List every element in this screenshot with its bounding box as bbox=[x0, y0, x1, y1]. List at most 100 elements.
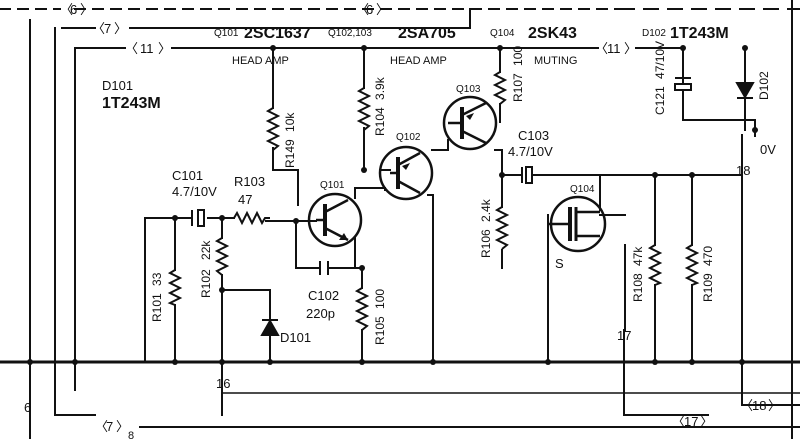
d102-symbol bbox=[735, 82, 755, 100]
net-7-top-close: 〉 bbox=[114, 21, 127, 36]
header-labels: Q101 2SC1637 Q102,103 2SA705 Q104 2SK43 … bbox=[214, 25, 729, 67]
head-amp-label-1: HEAD AMP bbox=[232, 55, 289, 67]
net-6-left: 6 bbox=[24, 400, 31, 415]
net-11-left-num: 11 bbox=[140, 41, 154, 56]
r109-ref: R109 bbox=[701, 273, 715, 302]
q104-drain-wire bbox=[599, 174, 626, 216]
supply-r149 bbox=[272, 47, 299, 206]
r105-zigzag bbox=[354, 287, 370, 331]
q101-collector-wire bbox=[354, 187, 386, 199]
r103-ref: R103 bbox=[234, 174, 265, 189]
r104-ref: R104 bbox=[373, 107, 387, 136]
transistor-symbols bbox=[307, 95, 607, 253]
q101-header-code: Q101 bbox=[214, 28, 239, 39]
c103-value: 4.7/10V bbox=[508, 144, 553, 159]
r101-ref: R101 bbox=[150, 293, 164, 322]
q104-symbol bbox=[548, 195, 607, 253]
r107-value: 100 bbox=[511, 46, 525, 66]
q102-header-part: 2SA705 bbox=[398, 25, 456, 42]
r101-value: 33 bbox=[150, 272, 164, 286]
c121-label: C121 47/10V bbox=[653, 41, 667, 115]
c101-ref: C101 bbox=[172, 168, 203, 183]
net-6-top: 〈 bbox=[60, 2, 73, 17]
q103-symbol bbox=[442, 95, 498, 151]
net-18-right: 18 bbox=[736, 163, 750, 178]
r103-zigzag bbox=[233, 210, 270, 226]
r108-zigzag bbox=[647, 244, 663, 286]
r102-wire bbox=[221, 217, 271, 291]
muting-label: MUTING bbox=[534, 55, 577, 67]
r109-label: R109 470 bbox=[701, 246, 715, 302]
r149-label: R149 10k bbox=[283, 112, 297, 168]
d101-symbol bbox=[260, 318, 280, 336]
c103-symbol bbox=[521, 166, 533, 184]
q103-emitter-wire bbox=[494, 149, 523, 176]
q104-source-label: S bbox=[555, 256, 564, 271]
c101-value: 4.7/10V bbox=[172, 184, 217, 199]
c102-ref: C102 bbox=[308, 288, 339, 303]
net-11-left: 〈 bbox=[125, 41, 138, 56]
d102-ref: D102 bbox=[757, 71, 771, 100]
net-17-wire bbox=[623, 329, 709, 416]
q102-symbol bbox=[378, 145, 434, 201]
r106-value: 2.4k bbox=[479, 198, 493, 222]
q101-header-part: 2SC1637 bbox=[244, 25, 311, 42]
c102-value: 220p bbox=[306, 306, 335, 321]
c121-symbol bbox=[674, 77, 692, 91]
r105-label: R105 100 bbox=[373, 289, 387, 345]
r107-ref: R107 bbox=[511, 73, 525, 102]
r105-ref: R105 bbox=[373, 316, 387, 345]
r104-zigzag bbox=[356, 87, 372, 131]
head-amp-label-2: HEAD AMP bbox=[390, 55, 447, 67]
capacitor-symbols bbox=[191, 77, 692, 275]
net-11-left-close: 〉 bbox=[158, 41, 171, 56]
net-11-right-num: 11 bbox=[607, 41, 621, 56]
r149-value: 10k bbox=[283, 112, 297, 132]
c121-value: 47/10V bbox=[653, 41, 667, 79]
net-18-bottom-num: 18 bbox=[752, 398, 766, 413]
q101-ref: Q101 bbox=[320, 180, 345, 191]
c101-symbol bbox=[191, 209, 205, 227]
net-7-top: 〈 bbox=[92, 21, 105, 36]
c102-symbol bbox=[315, 261, 333, 275]
d101-left-part: 1T243M bbox=[102, 95, 161, 112]
zero-volt-label: 0V bbox=[760, 142, 776, 157]
q103-collector-wire bbox=[431, 139, 449, 151]
q104-ref: Q104 bbox=[570, 184, 595, 195]
r104-value: 3.9k bbox=[373, 76, 387, 100]
q103-ref: Q103 bbox=[456, 84, 481, 95]
r109-value: 470 bbox=[701, 246, 715, 266]
r108-ref: R108 bbox=[631, 273, 645, 302]
q104-header-part: 2SK43 bbox=[528, 25, 577, 42]
r107-zigzag bbox=[492, 71, 508, 105]
r106-label: R106 2.4k bbox=[479, 198, 493, 258]
r108-value: 47k bbox=[631, 246, 645, 266]
resistor-symbols bbox=[167, 71, 700, 331]
net-8-bottom: 8 bbox=[128, 430, 134, 439]
net-6-top-num: 6 bbox=[70, 2, 77, 17]
c103-ref: C103 bbox=[518, 128, 549, 143]
r149-zigzag bbox=[265, 107, 281, 151]
r103-value: 47 bbox=[238, 192, 252, 207]
d102-header-code: D102 bbox=[642, 28, 666, 39]
d101-ref: D101 bbox=[280, 330, 311, 345]
r106-ref: R106 bbox=[479, 229, 493, 258]
net-18-bottom-close: 〉 bbox=[768, 398, 781, 413]
junctions bbox=[27, 45, 758, 365]
net-6-mid-num: 6 bbox=[366, 2, 373, 17]
component-labels: C101 4.7/10V R103 47 R101 33 R102 22k R1… bbox=[150, 41, 776, 345]
q102-ref: Q102 bbox=[396, 132, 421, 143]
d101-left-code: D101 bbox=[102, 78, 133, 93]
rail-left-7 bbox=[54, 27, 96, 416]
q102-header-code: Q102,103 bbox=[328, 28, 372, 39]
q104-header-code: Q104 bbox=[490, 28, 515, 39]
net-11-right-close: 〉 bbox=[624, 41, 637, 56]
r149-ref: R149 bbox=[283, 139, 297, 168]
net-6-top-close: 〉 bbox=[80, 2, 93, 17]
r104-label: R104 3.9k bbox=[373, 76, 387, 136]
net-17-bottom: 〈 bbox=[672, 414, 685, 429]
r102-zigzag bbox=[214, 237, 230, 276]
r108-label: R108 47k bbox=[631, 246, 645, 302]
